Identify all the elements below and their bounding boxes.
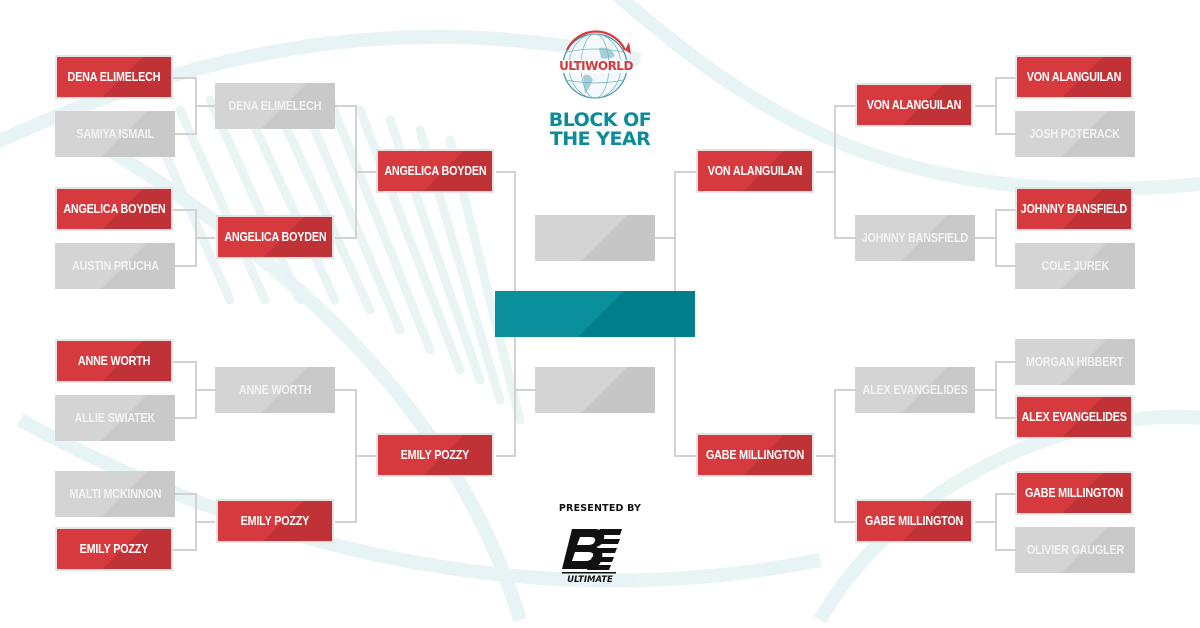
connector <box>975 521 995 523</box>
connector <box>335 237 355 239</box>
connector <box>355 171 376 173</box>
connector <box>173 77 195 79</box>
right-r1-slot-8[interactable]: Olivier Gaugler <box>1015 527 1135 573</box>
connector <box>195 521 215 523</box>
left-r2-slot-4[interactable]: Emily Pozzy <box>216 499 334 543</box>
connector <box>995 361 997 419</box>
connector <box>173 209 195 211</box>
right-r3-slot-2[interactable]: Gabe Millington <box>696 433 814 477</box>
title-line-2: THE YEAR <box>549 128 651 150</box>
right-r1-slot-1[interactable]: Von Alanguilan <box>1015 55 1133 99</box>
connector <box>834 521 855 523</box>
connector <box>975 237 995 239</box>
left-r1-slot-2[interactable]: Samiya Ismail <box>55 111 175 157</box>
right-r1-slot-6[interactable]: Alex Evangelides <box>1015 395 1133 439</box>
connector <box>834 237 855 239</box>
connector <box>496 455 516 457</box>
connector <box>995 77 997 135</box>
connector <box>674 455 696 457</box>
connector <box>173 549 195 551</box>
left-r1-slot-6[interactable]: Allie Swiatek <box>55 395 175 441</box>
connector <box>995 77 1015 79</box>
connector <box>496 171 516 173</box>
left-r1-slot-1[interactable]: Dena Elimelech <box>55 55 173 99</box>
connector <box>975 105 995 107</box>
connector <box>195 389 215 391</box>
connector <box>995 209 1015 211</box>
right-r1-slot-2[interactable]: Josh Poterack <box>1015 111 1135 157</box>
connector <box>995 361 1015 363</box>
connector <box>834 105 855 107</box>
semifinal-top-slot[interactable] <box>535 215 655 261</box>
connector <box>514 389 535 391</box>
left-r2-slot-2[interactable]: Angelica Boyden <box>216 215 334 259</box>
right-r2-slot-1[interactable]: Von Alanguilan <box>855 83 973 127</box>
right-r1-slot-3[interactable]: Johnny Bansfield <box>1015 187 1133 231</box>
connector <box>195 237 215 239</box>
semifinal-bottom-slot[interactable] <box>535 367 655 413</box>
connector <box>335 389 355 391</box>
left-r1-slot-3[interactable]: Angelica Boyden <box>55 187 173 231</box>
page-title: BLOCK OF THE YEAR <box>520 111 680 149</box>
be-ultimate-logo: ULTIMATE <box>560 525 626 585</box>
connector <box>655 237 675 239</box>
connector <box>995 209 997 267</box>
ultiworld-logo: ULTIWORLD <box>555 28 637 102</box>
left-r2-slot-1[interactable]: Dena Elimelech <box>215 83 335 129</box>
left-r1-slot-5[interactable]: Anne Worth <box>55 339 173 383</box>
connector <box>834 389 836 523</box>
connector <box>834 105 836 239</box>
connector <box>995 549 1015 551</box>
right-r1-slot-7[interactable]: Gabe Millington <box>1015 471 1133 515</box>
svg-text:ULTIMATE: ULTIMATE <box>567 575 613 585</box>
title-line-1: BLOCK OF <box>548 109 652 131</box>
connector <box>995 493 1015 495</box>
connector <box>834 389 855 391</box>
connector <box>995 493 997 551</box>
right-r2-slot-4[interactable]: Gabe Millington <box>855 499 973 543</box>
connector <box>995 265 1015 267</box>
connector <box>816 171 836 173</box>
connector <box>995 417 1015 419</box>
right-r1-slot-5[interactable]: Morgan Hibbert <box>1015 339 1135 385</box>
connector <box>175 417 195 419</box>
connector <box>335 521 355 523</box>
left-r1-slot-4[interactable]: Austin Prucha <box>55 243 175 289</box>
connector <box>173 361 195 363</box>
left-r3-slot-1[interactable]: Angelica Boyden <box>376 149 494 193</box>
connector <box>674 171 696 173</box>
connector <box>816 455 836 457</box>
connector <box>195 105 215 107</box>
left-r3-slot-2[interactable]: Emily Pozzy <box>376 433 494 477</box>
right-r1-slot-4[interactable]: Cole Jurek <box>1015 243 1135 289</box>
connector <box>975 389 995 391</box>
left-r2-slot-3[interactable]: Anne Worth <box>215 367 335 413</box>
left-r1-slot-7[interactable]: Malti McKinnon <box>55 471 175 517</box>
right-r2-slot-3[interactable]: Alex Evangelides <box>855 367 975 413</box>
connector <box>355 455 376 457</box>
champion-slot[interactable] <box>495 291 695 337</box>
connector <box>175 133 195 135</box>
left-r1-slot-8[interactable]: Emily Pozzy <box>55 527 173 571</box>
connector <box>335 105 355 107</box>
connector <box>995 133 1015 135</box>
connector <box>175 265 195 267</box>
right-r2-slot-2[interactable]: Johnny Bansfield <box>855 215 975 261</box>
presented-by-label: PRESENTED BY <box>558 503 642 514</box>
connector <box>175 493 195 495</box>
right-r3-slot-1[interactable]: Von Alanguilan <box>696 149 814 193</box>
logo-wordmark: ULTIWORLD <box>559 59 633 73</box>
